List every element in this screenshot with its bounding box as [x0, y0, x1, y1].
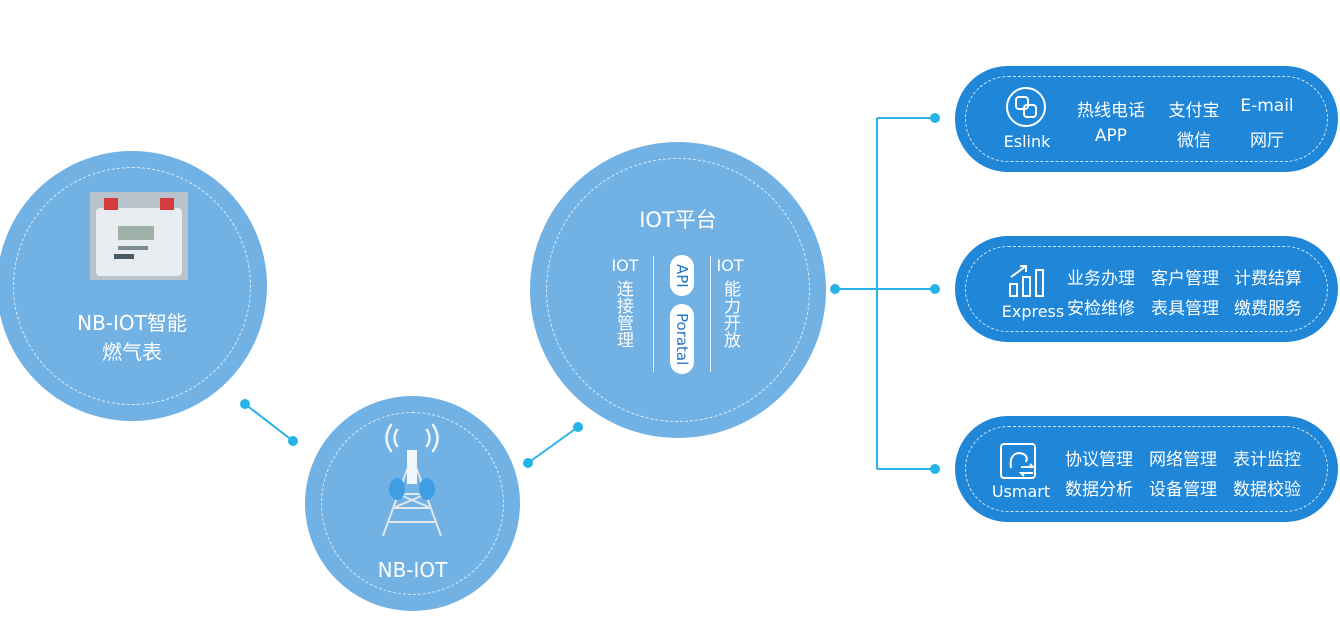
- portal-badge[interactable]: Poratal: [670, 304, 694, 374]
- eslink-card[interactable]: Eslink 热线电话 支付宝 E-mail APP 微信 网厅: [955, 66, 1338, 172]
- usmart-item-3: 表计监控: [1233, 450, 1301, 470]
- express-item-2: 客户管理: [1151, 269, 1219, 289]
- usmart-item-6: 数据校验: [1233, 480, 1301, 500]
- nbiot-title: NB-IOT: [377, 558, 448, 582]
- express-card[interactable]: Express 业务办理 客户管理 计费结算 安检维修 表具管理 缴费服务: [955, 236, 1338, 342]
- usmart-card[interactable]: Usmart 协议管理 网络管理 表计监控 数据分析 设备管理 数据校验: [955, 416, 1338, 522]
- eslink-item-5: 微信: [1177, 131, 1211, 151]
- link-meter-to-nbiot: [244, 403, 294, 442]
- express-item-6: 缴费服务: [1234, 299, 1302, 319]
- iot-right-label: IOT: [716, 256, 744, 275]
- eslink-item-3: E-mail: [1240, 96, 1294, 116]
- link-nbiot-to-iot: [527, 426, 579, 464]
- usmart-item-2: 网络管理: [1149, 450, 1217, 470]
- signal-tower-illustration: [382, 423, 442, 537]
- meter-title-line1: NB-IOT智能: [77, 311, 187, 335]
- portal-badge-label: Poratal: [673, 312, 691, 366]
- iot-right-vertical: 能力开放: [720, 280, 740, 348]
- eslink-item-4: APP: [1094, 126, 1128, 146]
- eslink-icon: [1006, 87, 1046, 127]
- api-badge-label: API: [673, 263, 691, 288]
- usmart-icon: [1000, 443, 1036, 479]
- eslink-item-1: 热线电话: [1077, 101, 1145, 121]
- meter-title-line2: 燃气表: [102, 340, 162, 364]
- express-icon: [1009, 265, 1044, 297]
- eslink-item-6: 网厅: [1250, 131, 1284, 151]
- api-badge[interactable]: API: [670, 255, 694, 296]
- eslink-label: Eslink: [1003, 132, 1051, 151]
- usmart-item-4: 数据分析: [1065, 480, 1133, 500]
- iot-platform-node[interactable]: IOT平台 IOT 连接管理 API Poratal IOT 能力开放: [530, 142, 826, 438]
- eslink-item-2: 支付宝: [1168, 101, 1220, 121]
- express-item-3: 计费结算: [1234, 269, 1302, 289]
- iot-platform-title: IOT平台: [639, 208, 717, 232]
- express-item-4: 安检维修: [1067, 299, 1135, 319]
- express-item-1: 业务办理: [1067, 269, 1135, 289]
- meter-node[interactable]: NB-IOT智能 燃气表: [0, 151, 267, 421]
- usmart-item-1: 协议管理: [1065, 450, 1133, 470]
- iot-divider-left: [653, 256, 654, 372]
- express-item-5: 表具管理: [1151, 299, 1219, 319]
- iot-divider-right: [710, 256, 711, 372]
- gas-meter-photo: [90, 192, 188, 280]
- iot-left-vertical: 连接管理: [613, 280, 633, 348]
- usmart-item-5: 设备管理: [1149, 480, 1217, 500]
- iot-left-label: IOT: [611, 256, 639, 275]
- express-label: Express: [1001, 302, 1065, 321]
- usmart-label: Usmart: [991, 482, 1051, 501]
- nbiot-node[interactable]: NB-IOT: [305, 396, 520, 611]
